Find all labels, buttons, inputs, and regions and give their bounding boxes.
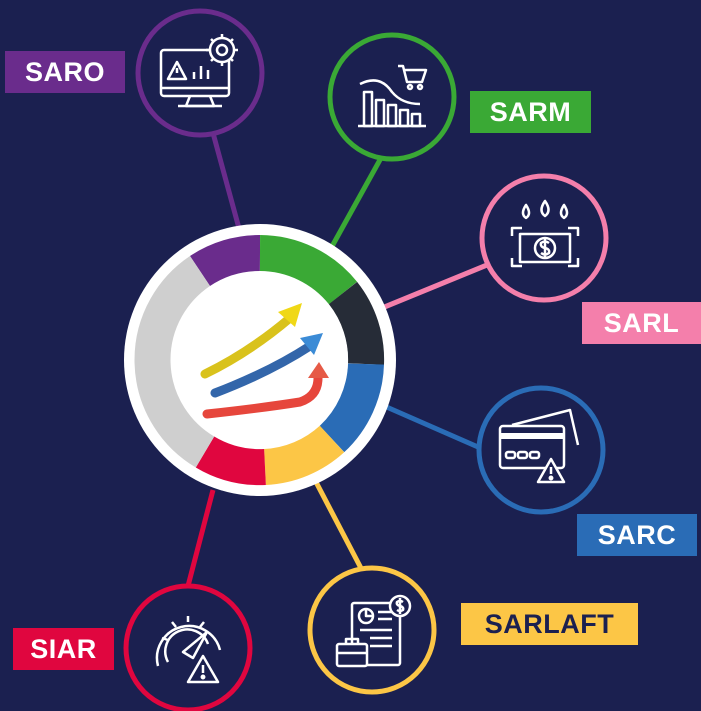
node-circle-sarm xyxy=(327,32,457,162)
node-sarlaft xyxy=(307,565,437,695)
hub-ring xyxy=(134,234,385,486)
label-siar: SIAR xyxy=(13,628,114,670)
connector-saro xyxy=(210,132,243,233)
ring-segment-green xyxy=(259,235,358,305)
bar-chart-cart-icon xyxy=(358,64,428,128)
label-sarlaft: SARLAFT xyxy=(461,603,638,645)
document-money-briefcase-icon xyxy=(335,594,412,668)
node-sarm xyxy=(327,32,457,162)
connector-sarm xyxy=(327,156,384,252)
ring-segment-blue xyxy=(319,362,384,453)
hub-inner-circle xyxy=(172,272,348,448)
connector-siar xyxy=(185,489,216,587)
connector-sarc xyxy=(380,402,480,450)
node-siar xyxy=(123,583,253,711)
label-saro: SARO xyxy=(5,51,125,93)
ring-segment-red xyxy=(195,436,266,486)
ring-segment-purple xyxy=(190,234,261,287)
monitor-warning-gear-icon xyxy=(159,34,238,108)
label-sarm: SARM xyxy=(470,91,591,133)
node-sarl xyxy=(479,173,609,303)
label-sarl: SARL xyxy=(582,302,701,344)
ring-segment-grey xyxy=(134,256,215,468)
hub xyxy=(124,224,396,496)
gauge-warning-icon xyxy=(155,616,222,684)
node-saro xyxy=(135,8,265,138)
label-sarc: SARC xyxy=(577,514,697,556)
money-drops-icon xyxy=(510,199,580,268)
ring-segment-dark xyxy=(328,281,385,365)
node-sarc xyxy=(476,385,606,515)
connector-sarlaft xyxy=(313,480,366,574)
connectors xyxy=(185,132,488,587)
connector-sarl xyxy=(381,262,488,311)
rising-arrows-icon xyxy=(200,303,329,419)
credit-card-warning-icon xyxy=(498,408,580,484)
ring-segment-yellow xyxy=(263,425,345,485)
